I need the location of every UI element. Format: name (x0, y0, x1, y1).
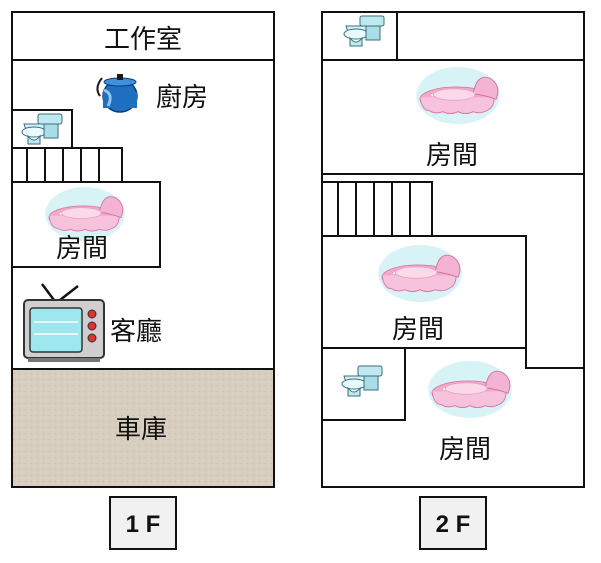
garage-area (13, 369, 273, 486)
floor-1-plan: 工作室 廚房 房間 (11, 11, 275, 488)
tv-icon (23, 283, 105, 362)
floor-label-1f: 1 F (109, 496, 177, 550)
stairs-icon (11, 147, 123, 183)
wall (322, 235, 584, 369)
floor-label-2f-text: 2 F (436, 511, 471, 538)
room-label-studio: 工作室 (104, 25, 182, 55)
stairs-icon (321, 181, 433, 237)
room-label-living-room: 客廳 (110, 317, 162, 347)
room-label-kitchen: 廚房 (156, 83, 208, 113)
room-label-bedroom-2f-bottom: 房間 (439, 435, 491, 465)
room-label-garage: 車庫 (115, 415, 167, 445)
wall (12, 109, 73, 148)
room-label-bedroom-2f-top: 房間 (426, 141, 478, 171)
bed-icon (44, 186, 126, 242)
room-label-bedroom-2f-middle: 房間 (392, 315, 444, 345)
wall (322, 348, 406, 421)
floor-label-2f: 2 F (419, 496, 487, 550)
kettle-icon (96, 74, 138, 113)
floor-label-1f-text: 1 F (126, 511, 161, 538)
floor-2-plan: 房間 房間 房間 (321, 11, 585, 488)
room-label-bedroom-1f: 房間 (56, 234, 108, 264)
bed-icon (415, 66, 501, 125)
bed-icon (427, 360, 513, 419)
bed-icon (377, 244, 463, 303)
